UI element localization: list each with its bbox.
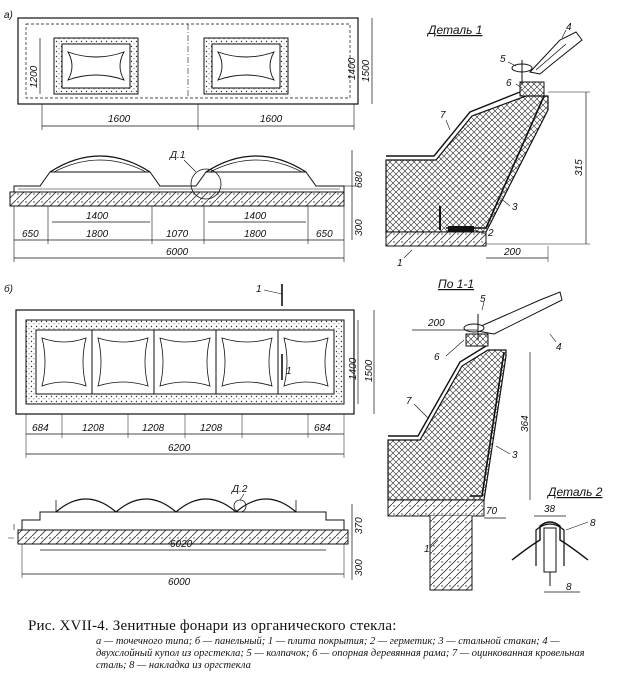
dim-a-6000: 6000 — [166, 247, 189, 258]
dim-b-6020: 6020 — [170, 539, 193, 550]
detail-1-callouts: 1 2 3 4 5 6 7 — [397, 22, 572, 269]
section-1-1-title: По 1-1 — [438, 277, 474, 291]
s11-num-4: 4 — [556, 342, 562, 353]
detail-1-title: Деталь 1 — [426, 23, 482, 37]
d1-num-3: 3 — [512, 202, 518, 213]
d1-dim-315: 315 — [574, 159, 585, 176]
d1-num-1: 1 — [397, 258, 403, 269]
dim-a-1200: 1200 — [29, 65, 40, 88]
dim-a-650-left: 650 — [22, 229, 39, 240]
panel-a-plan: а) 1600 1600 1200 1400 1500 — [4, 10, 373, 130]
panel-b-section: Д.2 6020 370 300 6000 — [8, 484, 365, 588]
dim-a-1500: 1500 — [361, 59, 372, 82]
dim-a-300: 300 — [354, 219, 365, 236]
panel-a-label: а) — [4, 10, 13, 21]
dim-b-684-left: 684 — [32, 423, 49, 434]
plan-a-skylight-1 — [53, 37, 139, 95]
s11-dim-364: 364 — [520, 415, 531, 432]
d1-dim-200: 200 — [503, 247, 521, 258]
panel-a-section: Д.1 680 300 1400 1400 650 1800 1070 1800… — [9, 150, 365, 262]
dim-b-1208-1: 1208 — [82, 423, 105, 434]
d2-dim-8: 8 — [566, 582, 572, 593]
d1-num-5: 5 — [500, 54, 506, 65]
d2-num-8: 8 — [590, 518, 596, 529]
s11-num-7: 7 — [406, 396, 412, 407]
detail-2: Деталь 2 38 8 8 — [511, 485, 603, 593]
panel-b-plan: б) 1 1 1400 1500 — [4, 283, 375, 458]
dim-a-1400: 1400 — [347, 57, 358, 80]
d1-num-4: 4 — [566, 22, 572, 33]
section-1-1: По 1-1 1 3 4 5 6 7 200 364 70 — [387, 277, 563, 591]
dim-b-1208-2: 1208 — [142, 423, 165, 434]
caption-body: а — точечного типа; б — панельный; 1 — п… — [96, 636, 585, 671]
plan-a-skylight-2 — [203, 37, 289, 95]
d2-dim-38: 38 — [544, 504, 556, 515]
caption-title: Рис. XVII-4. Зенитные фонари из органиче… — [28, 618, 397, 634]
s11-num-6: 6 — [434, 352, 440, 363]
dim-a-1800-left: 1800 — [86, 229, 109, 240]
d1-num-2: 2 — [487, 228, 494, 239]
dim-b-300: 300 — [354, 559, 365, 576]
section-1-1-callouts: 1 3 4 5 6 7 — [406, 294, 562, 555]
detail-1: Деталь 1 1 2 3 4 5 6 — [385, 22, 590, 269]
panel-b-label: б) — [4, 283, 13, 295]
dim-b-1208-3: 1208 — [200, 423, 223, 434]
s11-dim-200: 200 — [427, 318, 445, 329]
dim-b-6200: 6200 — [168, 443, 191, 454]
s11-num-3: 3 — [512, 450, 518, 461]
dim-b-6000: 6000 — [168, 577, 191, 588]
cut-mark-1-lower: 1 — [286, 366, 292, 377]
dim-b-1400: 1400 — [348, 357, 359, 380]
dim-a-650-right: 650 — [316, 229, 333, 240]
dim-a-1600-right: 1600 — [260, 114, 283, 125]
dim-a-1800-right: 1800 — [244, 229, 267, 240]
plan-b-panels — [35, 329, 335, 395]
dim-a-1400-right: 1400 — [244, 211, 267, 222]
detail-2-title: Деталь 2 — [546, 485, 603, 499]
dim-b-684-right: 684 — [314, 423, 331, 434]
dim-a-680: 680 — [354, 171, 365, 188]
d1-num-6: 6 — [506, 78, 512, 89]
dim-a-1400-left: 1400 — [86, 211, 109, 222]
dim-b-1500: 1500 — [364, 359, 375, 382]
d1-num-7: 7 — [440, 110, 446, 121]
callout-d2: Д.2 — [231, 484, 248, 495]
s11-dim-70: 70 — [486, 506, 498, 517]
dim-b-370: 370 — [354, 517, 365, 534]
callout-d1: Д.1 — [169, 150, 185, 161]
dim-a-1600-left: 1600 — [108, 114, 131, 125]
cut-mark-1-top: 1 — [256, 284, 262, 295]
s11-num-5: 5 — [480, 294, 486, 305]
s11-num-1: 1 — [424, 544, 430, 555]
dim-a-1070: 1070 — [166, 229, 189, 240]
